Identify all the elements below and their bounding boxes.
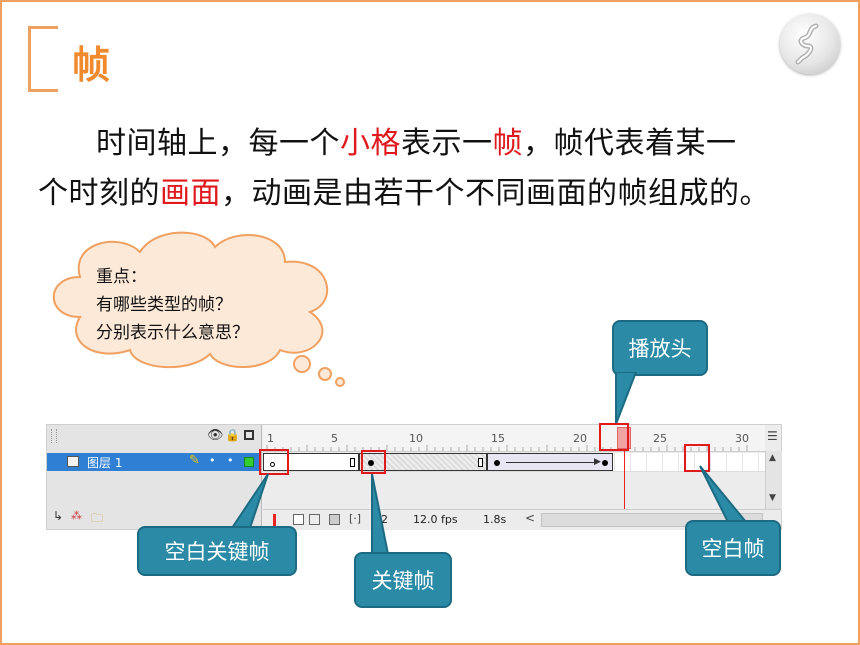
ruler-label: 25	[653, 432, 667, 445]
callout-keyframe: 关键帧	[354, 552, 452, 608]
frame-ruler[interactable]: 1 5 10 15 20 25 30	[263, 425, 765, 452]
tween-span[interactable]: ▶	[487, 453, 613, 471]
layer-icon	[67, 456, 79, 467]
ruler-label: 15	[491, 432, 505, 445]
paragraph-line-1: 时间轴上，每一个小格表示一帧，帧代表着某一	[96, 118, 737, 162]
note-line-1: 有哪些类型的帧？	[96, 295, 232, 315]
span-end-marker	[350, 458, 355, 467]
highlight-blank-keyframe	[259, 449, 289, 475]
frame-track[interactable]: ▶	[263, 451, 765, 513]
hollow-keyframe-dot	[270, 462, 275, 467]
para-text: ，动画是由若干个不同画面的帧组成的。	[221, 176, 770, 211]
timeline-menu-icon[interactable]: ☰	[767, 429, 778, 443]
paragraph-line-2: 个时刻的画面，动画是由若干个不同画面的帧组成的。	[38, 168, 770, 212]
vertical-scrollbar[interactable]: ▲ ▼	[765, 451, 782, 511]
scroll-up-icon[interactable]: ▲	[769, 453, 776, 463]
ruler-label: 20	[573, 432, 587, 445]
ruler-label: 30	[735, 432, 749, 445]
layer-name[interactable]: 图层 1	[87, 456, 123, 470]
onion-markers-icon[interactable]: [·]	[349, 512, 362, 525]
span-end-marker	[478, 458, 483, 467]
onion-outline-icon[interactable]	[309, 514, 320, 525]
visibility-dot-icon[interactable]: •	[209, 454, 216, 467]
pointer-keyframe	[371, 473, 390, 555]
tween-start-dot	[494, 460, 500, 466]
para-text: 个时刻的	[38, 176, 160, 211]
ruler-label: 5	[331, 432, 338, 445]
highlight-blank-frame	[684, 444, 710, 472]
para-highlight-frame: 帧	[492, 126, 523, 161]
folder-icon[interactable]: 🗀	[91, 511, 104, 525]
keyframe-span[interactable]	[359, 453, 487, 471]
tween-arrow-head-icon: ▶	[594, 457, 601, 467]
para-highlight-cell: 小格	[340, 126, 401, 161]
highlight-keyframe	[361, 450, 386, 474]
outline-icon[interactable]	[244, 430, 254, 440]
layer-color-box[interactable]	[244, 457, 254, 467]
tween-arrow-line	[506, 462, 598, 463]
title-bracket	[28, 26, 58, 92]
pencil-icon[interactable]: ✎	[189, 453, 200, 468]
scroll-down-icon[interactable]: ▼	[769, 493, 776, 503]
onion-skin-icon[interactable]	[293, 514, 304, 525]
tween-end-dot	[602, 460, 608, 466]
highlight-playhead	[599, 423, 629, 451]
ruler-label: 1	[267, 432, 274, 445]
layer-panel: 👁 🔒 图层 1 ✎ • • ↳ ⁂ 🗀	[47, 425, 262, 529]
frame-rate: 12.0 fps	[413, 513, 458, 526]
current-frame: 2	[381, 513, 388, 526]
center-frame-icon[interactable]	[273, 514, 276, 526]
elapsed-time: 1.8s	[483, 513, 507, 526]
para-text: ，帧代表着某一	[523, 126, 737, 161]
edit-multiple-frames-icon[interactable]	[329, 514, 340, 525]
logo-icon	[795, 23, 819, 65]
lock-icon[interactable]: 🔒	[225, 428, 240, 442]
callout-playhead: 播放头	[612, 320, 708, 376]
solid-keyframe-dot	[368, 460, 374, 466]
drag-handle-icon[interactable]	[51, 429, 57, 443]
para-text: 时间轴上，每一个	[96, 126, 340, 161]
ruler-label: 10	[409, 432, 423, 445]
note-line-2: 分别表示什么意思？	[96, 323, 249, 343]
callout-playhead-pointer	[615, 372, 638, 425]
callout-blank-keyframe: 空白关键帧	[137, 526, 297, 576]
para-text: 表示一	[401, 126, 493, 161]
thought-cloud	[52, 231, 345, 387]
playhead-line	[624, 451, 625, 513]
callout-blank-frame: 空白帧	[685, 520, 781, 576]
pointer-blank-frame	[699, 465, 749, 523]
lock-dot-icon[interactable]: •	[227, 454, 234, 467]
para-highlight-picture: 画面	[160, 176, 221, 211]
scroll-left-icon[interactable]: <	[525, 511, 536, 525]
eye-icon[interactable]: 👁	[207, 428, 224, 443]
note-heading: 重点：	[96, 267, 147, 287]
slide-title: 帧	[72, 43, 111, 87]
add-layer-icon[interactable]: ↳	[53, 509, 64, 523]
layer-row-1[interactable]: 图层 1 ✎ • •	[47, 453, 261, 471]
pointer-blank-keyframe	[230, 473, 269, 529]
logo-badge	[780, 14, 840, 74]
add-guide-icon[interactable]: ⁂	[71, 509, 82, 522]
timeline-panel: 👁 🔒 图层 1 ✎ • • ↳ ⁂ 🗀	[46, 424, 782, 530]
